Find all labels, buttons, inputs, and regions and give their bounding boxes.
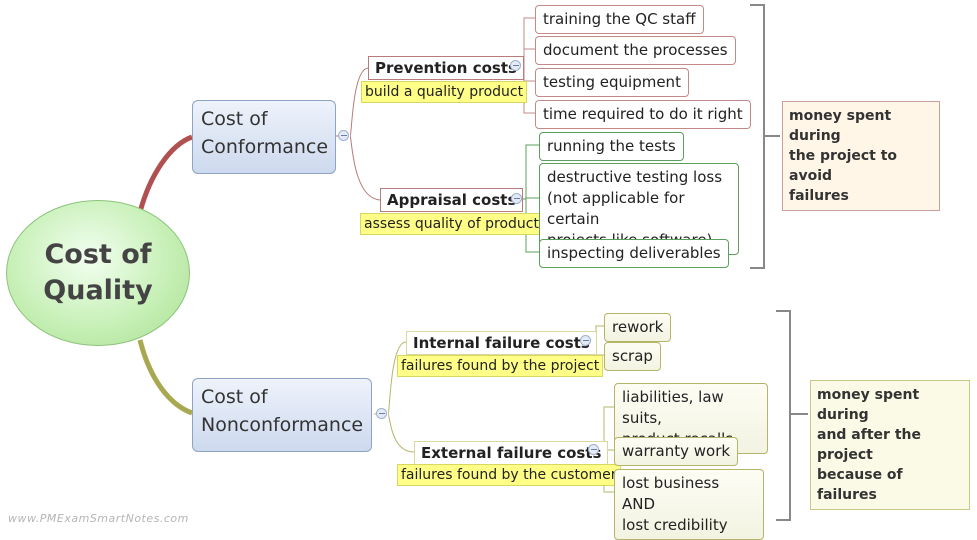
summary-nonconformance-line1: money spent during bbox=[817, 387, 920, 423]
subtopic-external-failure-costs[interactable]: External failure costs bbox=[414, 441, 609, 465]
liabilities-line1: liabilities, law suits, bbox=[622, 388, 724, 427]
nonconformance-line2: Nonconformance bbox=[201, 414, 364, 436]
summary-nonconformance-line2: and after the project bbox=[817, 427, 921, 463]
nonconformance-bracket bbox=[776, 310, 808, 521]
root-nonconformance-link bbox=[137, 339, 193, 416]
root-conformance-link bbox=[137, 134, 193, 213]
leaf-rework[interactable]: rework bbox=[604, 313, 672, 342]
leaf-warranty-work[interactable]: warranty work bbox=[614, 437, 739, 466]
subtopic-internal-failure-costs[interactable]: Internal failure costs bbox=[406, 331, 597, 355]
leaf-time-required[interactable]: time required to do it right bbox=[535, 100, 751, 129]
note-prevention: build a quality product bbox=[361, 81, 528, 103]
collapse-icon[interactable] bbox=[338, 130, 349, 141]
lost-business-line1: lost business AND bbox=[622, 474, 720, 513]
leaf-running-tests[interactable]: running the tests bbox=[539, 132, 684, 161]
summary-conformance-line3: failures bbox=[789, 188, 849, 204]
appraisal-leaf-links bbox=[522, 144, 539, 253]
conformance-line1: Cost of bbox=[201, 108, 268, 130]
leaf-scrap[interactable]: scrap bbox=[604, 342, 661, 371]
conformance-line2: Conformance bbox=[201, 136, 329, 158]
nonconformance-line1: Cost of bbox=[201, 386, 268, 408]
destructive-line1: destructive testing loss bbox=[547, 168, 723, 186]
leaf-testing-equipment[interactable]: testing equipment bbox=[535, 68, 689, 97]
root-topic-cost-of-quality[interactable]: Cost of Quality bbox=[6, 200, 190, 346]
branch-cost-of-conformance[interactable]: Cost of Conformance bbox=[192, 100, 336, 174]
root-line1: Cost of bbox=[44, 239, 152, 270]
leaf-inspecting-deliverables[interactable]: inspecting deliverables bbox=[539, 239, 729, 268]
summary-conformance-line2: the project to avoid bbox=[789, 148, 898, 184]
collapse-icon[interactable] bbox=[376, 408, 387, 419]
collapse-icon[interactable] bbox=[580, 335, 591, 346]
note-internal: failures found by the project bbox=[397, 355, 604, 377]
summary-nonconformance[interactable]: money spent during and after the project… bbox=[810, 380, 970, 510]
leaf-training-qc-staff[interactable]: training the QC staff bbox=[535, 5, 704, 34]
note-external: failures found by the customer bbox=[397, 464, 621, 486]
subtopic-appraisal-costs[interactable]: Appraisal costs bbox=[380, 188, 524, 212]
branch-cost-of-nonconformance[interactable]: Cost of Nonconformance bbox=[192, 378, 372, 452]
subtopic-prevention-costs[interactable]: Prevention costs bbox=[368, 56, 524, 80]
root-line2: Quality bbox=[43, 275, 153, 306]
leaf-lost-business[interactable]: lost business AND lost credibility bbox=[614, 469, 764, 540]
summary-conformance-line1: money spent during bbox=[789, 108, 892, 144]
watermark: www.PMExamSmartNotes.com bbox=[8, 512, 189, 525]
note-appraisal: assess quality of product bbox=[360, 213, 543, 235]
lost-business-line2: lost credibility bbox=[622, 516, 728, 534]
collapse-icon[interactable] bbox=[511, 193, 522, 204]
collapse-icon[interactable] bbox=[510, 60, 521, 71]
summary-nonconformance-line3: because of failures bbox=[817, 467, 903, 503]
collapse-icon[interactable] bbox=[588, 444, 599, 455]
leaf-document-processes[interactable]: document the processes bbox=[535, 36, 736, 65]
summary-conformance[interactable]: money spent during the project to avoid … bbox=[782, 101, 940, 211]
conformance-bracket bbox=[750, 4, 780, 269]
destructive-line2: (not applicable for certain bbox=[547, 189, 685, 228]
